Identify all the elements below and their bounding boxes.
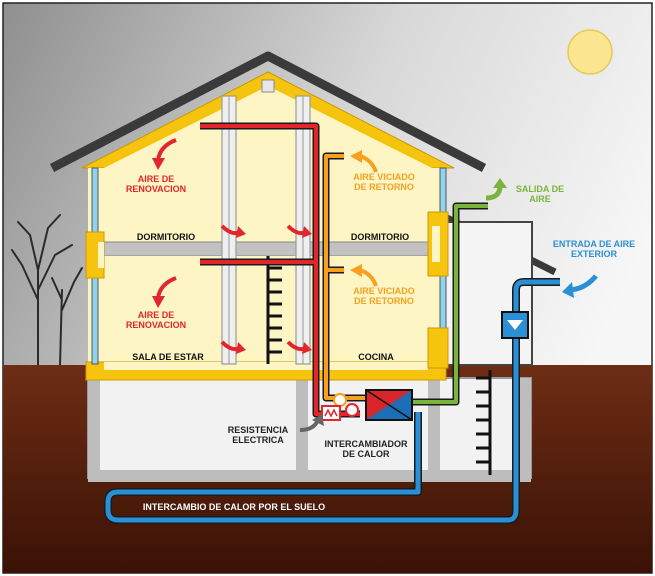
label-dormitorio-left: DORMITORIO — [137, 232, 195, 242]
label-salida-de-aire-1: SALIDA DE — [516, 184, 564, 194]
label-intercambiador-2: DE CALOR — [343, 449, 391, 459]
label-aire-renovacion-top-2: RENOVACION — [126, 184, 186, 194]
label-salida-de-aire-2: AIRE — [529, 194, 551, 204]
exhaust-duct-out — [412, 204, 488, 404]
label-aire-renovacion-bottom-1: AIRE DE — [138, 310, 175, 320]
label-aire-renovacion-bottom-2: RENOVACION — [126, 320, 186, 330]
label-sala-de-estar: SALA DE ESTAR — [132, 352, 204, 362]
label-intercambio-suelo: INTERCAMBIO DE CALOR POR EL SUELO — [143, 502, 325, 512]
basement-slab — [88, 470, 531, 482]
label-aire-viciado-top-2: DE RETORNO — [354, 182, 414, 192]
label-dormitorio-right: DORMITORIO — [351, 232, 409, 242]
label-aire-viciado-bottom-1: AIRE VICIADO — [353, 286, 415, 296]
label-intercambiador-1: INTERCAMBIADOR — [325, 439, 408, 449]
label-resistencia-2: ELECTRICA — [232, 435, 284, 445]
main-roof — [49, 51, 487, 172]
label-entrada-de-aire-2: EXTERIOR — [571, 249, 618, 259]
upper-floor-slab — [87, 241, 445, 257]
upper-floor-space — [88, 168, 444, 246]
filter-icon — [507, 320, 523, 330]
label-aire-viciado-top-1: AIRE VICIADO — [353, 172, 415, 182]
resistor-icon — [321, 405, 341, 421]
interior-stairs — [266, 256, 282, 364]
label-entrada-de-aire-1: ENTRADA DE AIRE — [553, 239, 635, 249]
tree-icon — [11, 214, 83, 366]
floor-loop-pipe — [105, 279, 560, 523]
label-resistencia-1: RESISTENCIA — [228, 425, 289, 435]
label-cocina: COCINA — [358, 352, 394, 362]
label-aire-renovacion-top-1: AIRE DE — [138, 174, 175, 184]
lower-floor-space — [88, 256, 444, 364]
sun-icon — [567, 29, 613, 75]
basement-stairs — [476, 370, 492, 475]
return-air-duct — [324, 154, 370, 400]
outgoing-air-arrow — [493, 178, 507, 188]
label-aire-viciado-bottom-2: DE RETORNO — [354, 296, 414, 306]
